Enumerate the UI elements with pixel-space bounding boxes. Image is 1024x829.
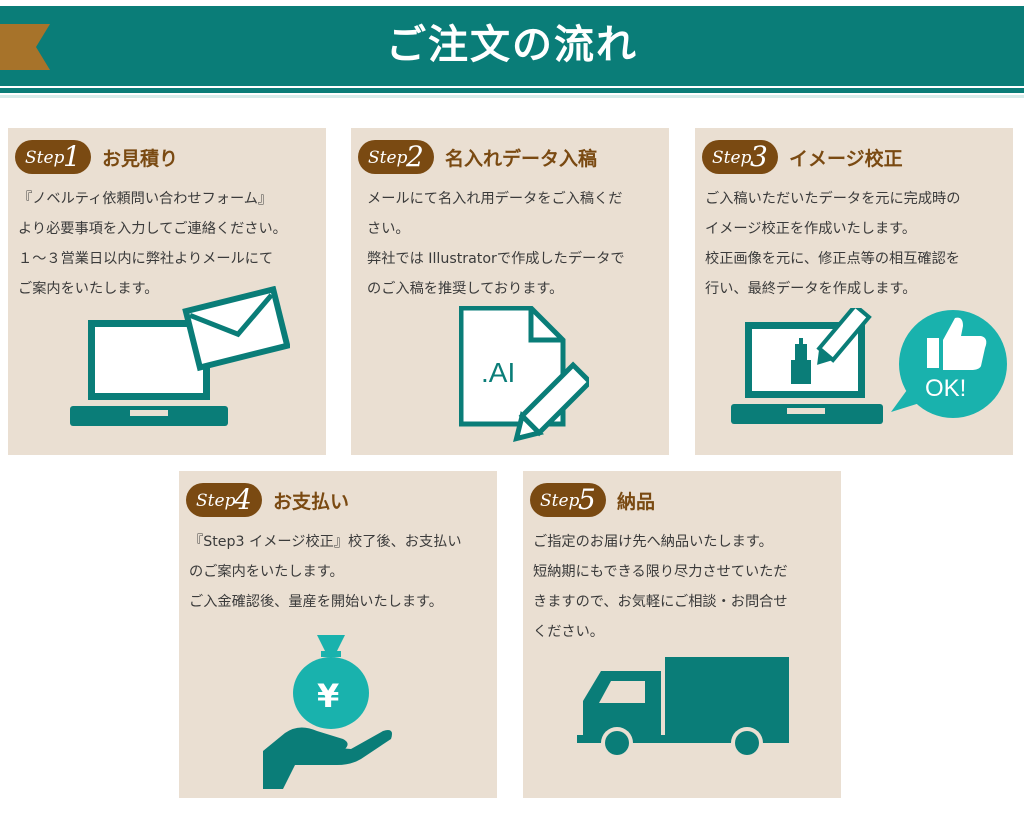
laptop-thumbs-up-icon: OK! (731, 308, 1007, 424)
step-card-5: Step 5 納品 ご指定のお届け先へ納品いたします。 短納期にもできる限り尽力… (523, 471, 841, 798)
ai-file-pencil-icon: .AI (459, 306, 589, 442)
step-badge: Step 1 (15, 140, 91, 174)
step-card-3: Step 3 イメージ校正 ご入稿いただいたデータを元に完成時の イメージ校正を… (695, 128, 1013, 455)
header-banner (0, 6, 1024, 86)
step-title: お見積り (102, 148, 179, 170)
header-divider-light (0, 95, 1024, 98)
page-title: ご注文の流れ (386, 22, 638, 68)
step-badge: Step 2 (358, 140, 434, 174)
delivery-truck-icon (577, 657, 789, 759)
step-card-1: Step 1 お見積り 『ノベルティ依頼問い合わせフォーム』 より必要事項を入力… (8, 128, 326, 455)
step-description: 『ノベルティ依頼問い合わせフォーム』 より必要事項を入力してご連絡ください。 １… (18, 191, 287, 297)
ribbon-icon (0, 24, 50, 70)
header-divider (0, 88, 1024, 93)
step-badge: Step 4 (186, 483, 262, 517)
svg-text:¥: ¥ (317, 677, 339, 715)
step-badge: Step 3 (702, 140, 778, 174)
step-description: 『Step3 イメージ校正』校了後、お支払い のご案内をいたします。 ご入金確認… (189, 534, 462, 610)
step-card-2: Step 2 名入れデータ入稿 メールにて名入れ用データをご入稿くだ さい。 弊… (351, 128, 669, 455)
money-bag-hand-icon: ¥ (263, 635, 392, 789)
step-title: 納品 (617, 491, 656, 513)
laptop-envelope-icon (70, 286, 290, 426)
svg-text:.AI: .AI (481, 357, 515, 388)
step-description: メールにて名入れ用データをご入稿くだ さい。 弊社では Illustratorで… (367, 191, 625, 297)
step-title: 名入れデータ入稿 (445, 148, 598, 170)
step-description: ご指定のお届け先へ納品いたします。 短納期にもできる限り尽力させていただ きます… (533, 534, 788, 640)
svg-text:OK!: OK! (925, 375, 966, 402)
step-title: お支払い (273, 491, 350, 513)
step-description: ご入稿いただいたデータを元に完成時の イメージ校正を作成いたします。 校正画像を… (705, 191, 961, 297)
step-badge: Step 5 (530, 483, 606, 517)
step-card-4: Step 4 お支払い 『Step3 イメージ校正』校了後、お支払い のご案内を… (179, 471, 497, 798)
step-title: イメージ校正 (789, 148, 903, 170)
